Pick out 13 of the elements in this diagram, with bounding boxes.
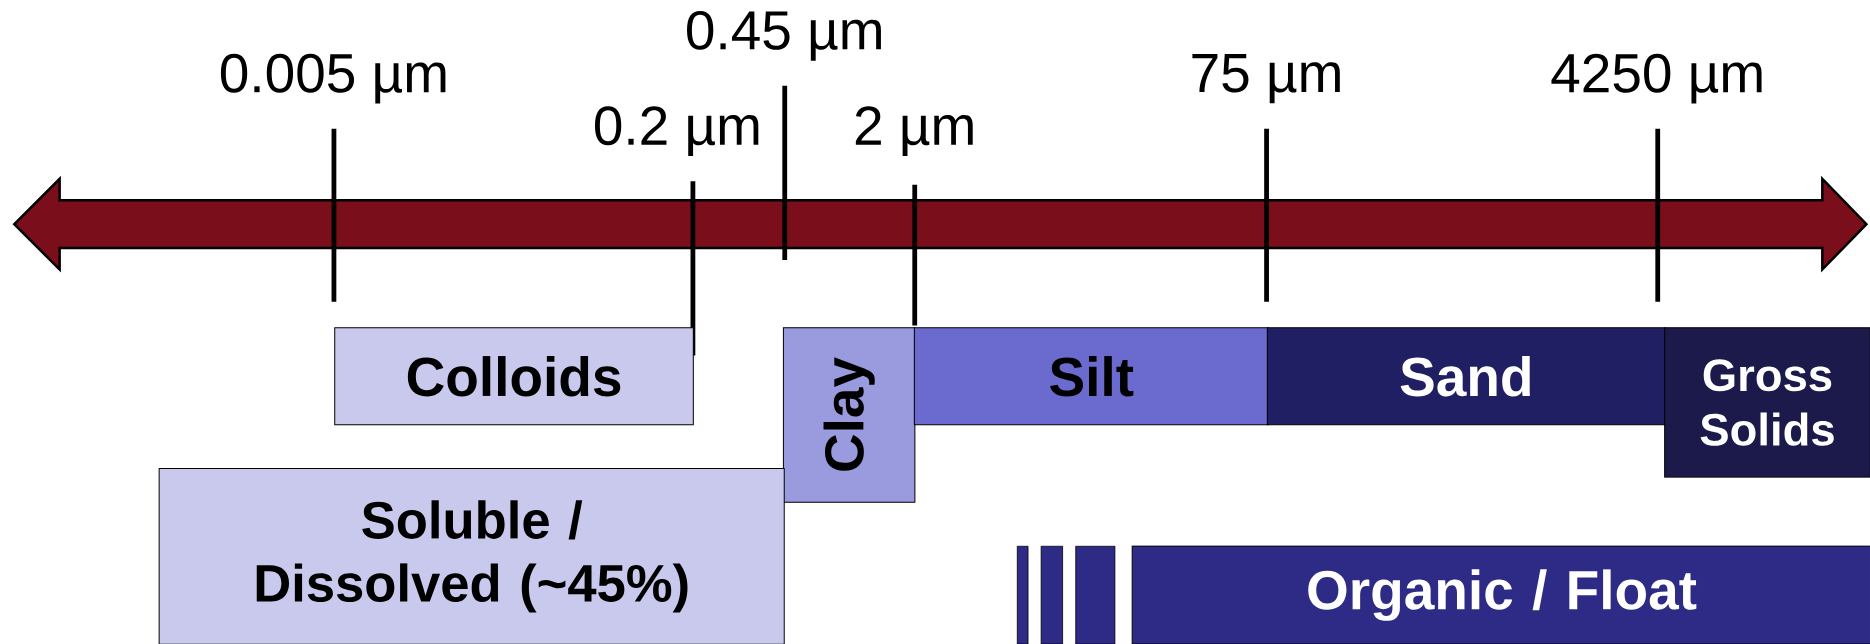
category-box: Soluble / Dissolved (~45%) (158, 468, 785, 644)
category-box: Clay (782, 327, 916, 503)
category-box: Gross Solids (1664, 327, 1870, 478)
tick-label: 75 µm (1192, 54, 1340, 104)
category-box: Organic / Float (1131, 545, 1870, 644)
tick-label: 4250 µm (1551, 53, 1762, 104)
tick-label: 2 µm (855, 106, 973, 157)
tick-label: 0.005 µm (220, 53, 446, 104)
category-box: Sand (1266, 327, 1666, 426)
tick-label: 0.2 µm (594, 106, 759, 157)
tick-label: 0.45 µm (687, 10, 881, 61)
category-box: Colloids (334, 327, 694, 426)
category-box: Silt (913, 327, 1269, 426)
